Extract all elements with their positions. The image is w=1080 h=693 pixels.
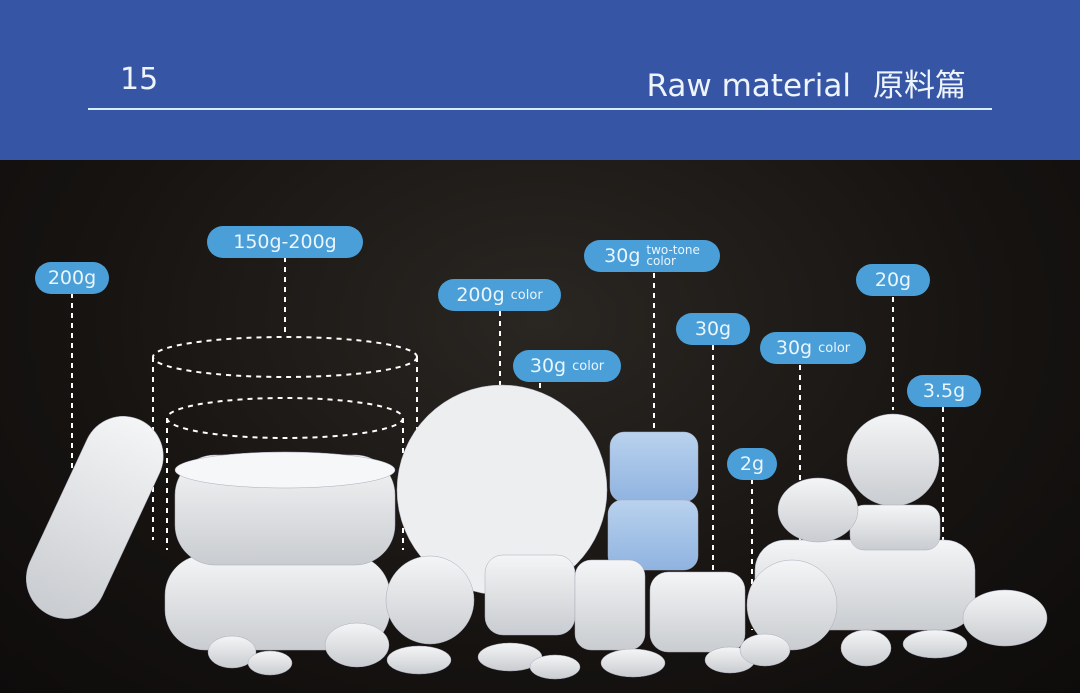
tablets [26, 384, 1048, 680]
label-30g: 30g [676, 313, 750, 345]
page-title: Raw material 原料篇 [647, 60, 966, 105]
label-3-5g: 3.5g [907, 375, 981, 407]
label-150g-200g: 150g-200g [207, 226, 363, 258]
tablets-illustration [26, 257, 1048, 680]
header-divider [88, 108, 992, 110]
page-number: 15 [120, 62, 159, 97]
title-chinese: 原料篇 [873, 68, 966, 104]
label-20g: 20g [856, 264, 930, 296]
title-english: Raw material [646, 68, 851, 104]
guide-lines [71, 257, 944, 630]
label-2g: 2g [727, 448, 777, 480]
header-bar: 15 Raw material 原料篇 [0, 0, 1080, 160]
label-200g: 200g [35, 262, 109, 294]
